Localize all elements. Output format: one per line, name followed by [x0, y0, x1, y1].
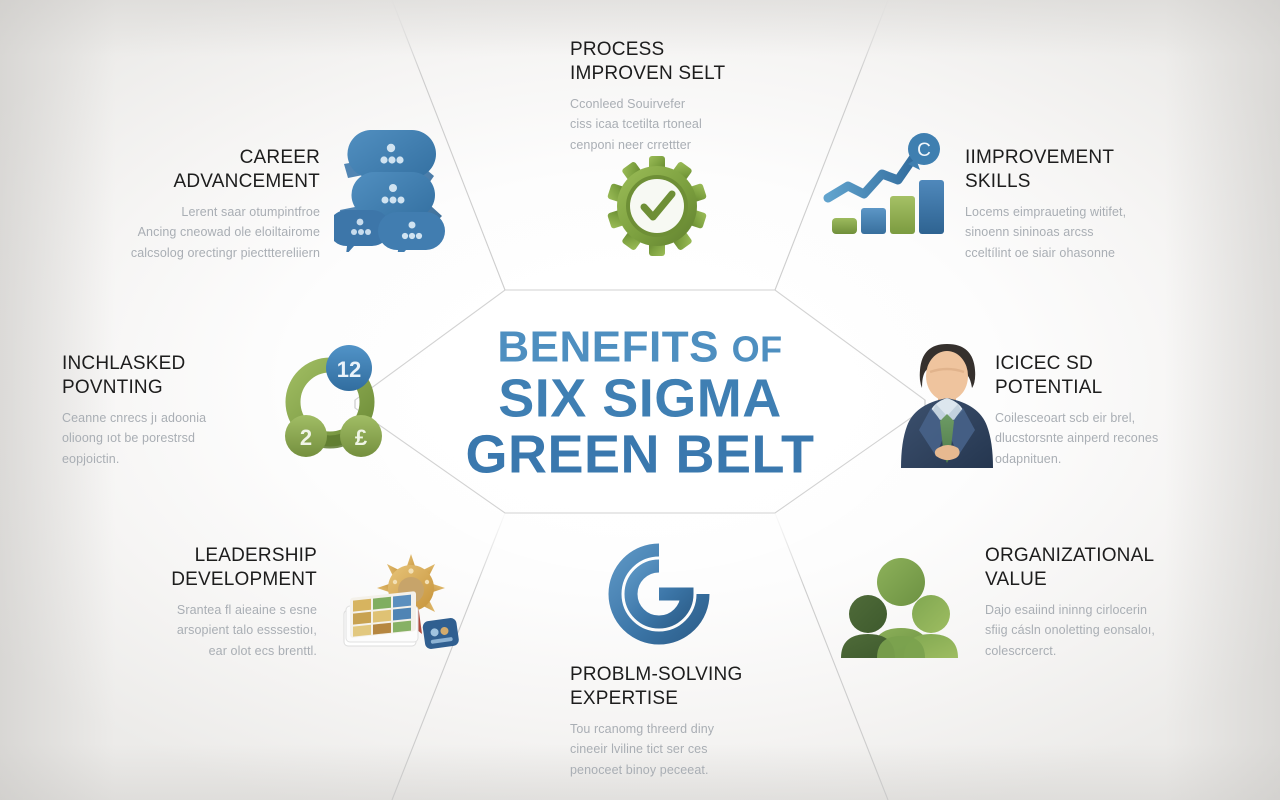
section-enhanced-problem-solving: INCHLASKED POVNTING Ceanne cnrecs jı ado… [62, 352, 277, 469]
section-body: Ceanne cnrecs jı adoonia olioong ıot be … [62, 411, 207, 466]
section-heading: IIMPROVEMENT SKILLS [965, 147, 1115, 192]
section-process-improvement: PROCESS IMPROVEN SELT Cconleed Souirvefe… [570, 38, 785, 155]
title-line-1: BENEFITS [497, 322, 719, 372]
section-body: Lerent saar otumpintfroe Ancing cneowad … [130, 205, 320, 260]
section-heading: ORGANIZATIONAL VALUE [985, 545, 1155, 590]
badge-right-label: £ [355, 425, 368, 450]
speech-bubbles-people-icon [328, 124, 464, 260]
chart-badge-label: C [917, 140, 931, 161]
section-body: Dajo esaiind ininng cirlocerin sfiig cás… [985, 603, 1155, 658]
badge-left-label: 2 [300, 425, 312, 450]
section-body: Tou rcanomg threerd diny cineeir lviline… [570, 722, 715, 777]
gear-checkmark-icon [602, 152, 712, 262]
section-career-advancement: CAREER ADVANCEMENT Lerent saar otumpintf… [120, 146, 320, 263]
section-body: Coilesceoart scb eir brel, dlucstorsnte … [995, 411, 1159, 466]
section-body: Locems eimpraueting witifet, sinoenn sin… [965, 205, 1127, 260]
section-heading: INCHLASKED POVNTING [62, 353, 186, 398]
section-problem-solving-expertise: PROBLM-SOLVING EXPERTISE Tou rcanomg thr… [570, 663, 790, 780]
section-improvement-skills: IIMPROVEMENT SKILLS Locems eimpraueting … [965, 146, 1180, 263]
section-increased-earning-potential: ICICEC SD POTENTIAL Coilesceoart scb eir… [995, 352, 1225, 469]
title-line-1-of: OF [731, 328, 783, 370]
section-heading: PROCESS IMPROVEN SELT [570, 39, 726, 84]
title-line-3: GREEN BELT [465, 424, 815, 485]
page-title: BENEFITS OF SIX SIGMA GREEN BELT [380, 325, 900, 482]
section-body: Srantea fl aieaine s esne arsopient talo… [176, 603, 317, 658]
award-puzzle-icon [338, 546, 466, 656]
team-group-icon [841, 556, 961, 658]
g-circle-logo-icon [606, 542, 712, 646]
section-heading: CAREER ADVANCEMENT [173, 147, 320, 192]
section-heading: ICICEC SD POTENTIAL [995, 353, 1103, 398]
title-line-2: SIX SIGMA [498, 368, 782, 429]
circular-process-icon: 12 2 £ [267, 344, 393, 464]
growth-bar-chart-icon: C [820, 132, 950, 242]
section-leadership-development: LEADERSHIP DEVELOPMENT Srantea fl aieain… [112, 544, 317, 661]
section-heading: LEADERSHIP DEVELOPMENT [171, 545, 317, 590]
badge-top-label: 12 [337, 357, 361, 382]
businessman-icon [886, 336, 1008, 468]
section-organizational-value: ORGANIZATIONAL VALUE Dajo esaiind ininng… [985, 544, 1210, 661]
section-body: Cconleed Souirvefer ciss icaa tcetilta r… [570, 97, 702, 152]
section-heading: PROBLM-SOLVING EXPERTISE [570, 664, 743, 709]
